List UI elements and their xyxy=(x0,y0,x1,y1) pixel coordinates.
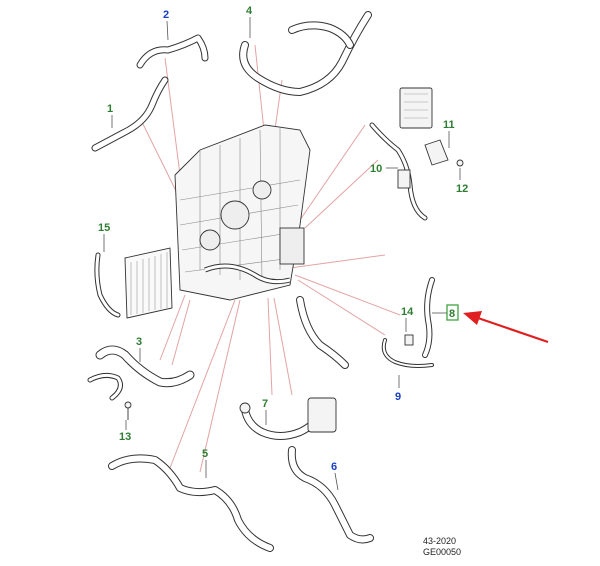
label-ticks xyxy=(103,17,461,491)
indicator-arrow xyxy=(463,311,549,344)
callout-14: 14 xyxy=(401,306,414,318)
callout-1: 1 xyxy=(107,103,113,115)
reference-code: 43-2020 GE00050 xyxy=(423,536,461,558)
callout-9: 9 xyxy=(395,391,401,403)
callout-8-highlight-box xyxy=(446,304,459,321)
callout-11: 11 xyxy=(443,119,455,131)
callout-13: 13 xyxy=(119,431,131,443)
callout-8: 8 xyxy=(449,308,455,320)
small-components xyxy=(124,87,464,433)
reference-code-line1: 43-2020 xyxy=(423,536,457,546)
engine-assembly xyxy=(174,124,311,301)
callout-12: 12 xyxy=(456,183,468,195)
callout-labels: 1 2 3 4 5 6 7 8 9 10 11 12 13 14 15 xyxy=(98,5,468,473)
callout-10: 10 xyxy=(370,163,382,175)
callout-4: 4 xyxy=(246,5,253,17)
callout-3: 3 xyxy=(136,336,142,348)
callout-7: 7 xyxy=(262,398,268,410)
callout-5: 5 xyxy=(202,448,208,460)
leader-lines xyxy=(139,44,401,473)
callout-6: 6 xyxy=(331,461,337,473)
radiator xyxy=(124,247,173,319)
callout-15: 15 xyxy=(98,222,110,234)
callout-2: 2 xyxy=(163,9,169,21)
reference-code-line2: GE00050 xyxy=(423,547,462,557)
